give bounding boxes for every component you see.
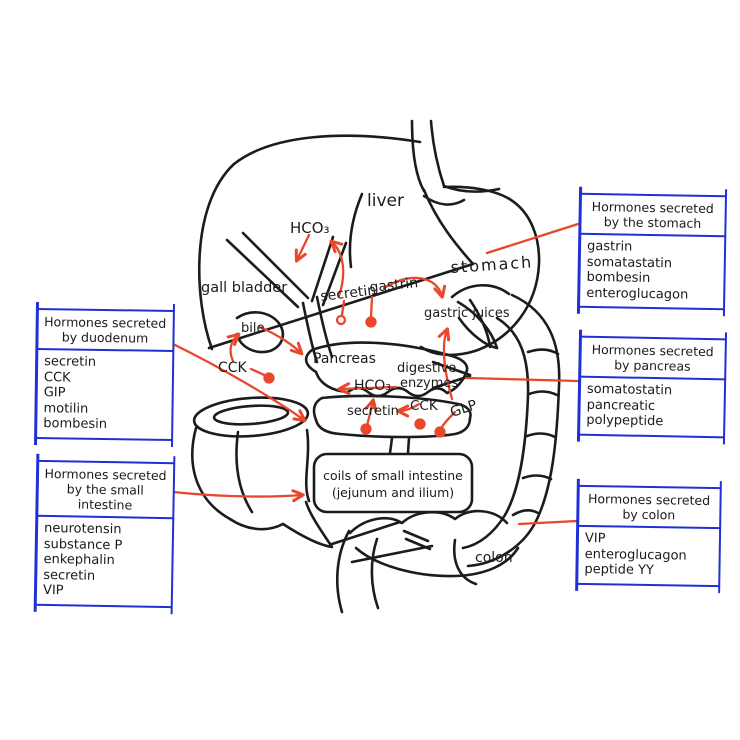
label-hco3-bile: HCO₃	[290, 219, 330, 237]
hormone-item: VIP	[42, 583, 64, 599]
label-enzymes: enzymes	[400, 376, 458, 391]
hormone-item: GIP	[43, 385, 66, 401]
ring-secretin	[335, 314, 347, 326]
connector-duodenum-box	[171, 342, 307, 423]
hormone-item: bombesin	[43, 416, 108, 433]
label-liver: liver	[367, 191, 404, 211]
hormone-item: gastrin	[586, 238, 633, 255]
label-cck-gallbladder: CCK	[218, 360, 248, 376]
sketch-labels: liver HCO₃ gall bladder secretin gastrin…	[201, 191, 534, 566]
hormone-item: peptide YY	[584, 562, 655, 579]
label-gastrin: gastrin	[369, 275, 419, 296]
duodenum-outline	[191, 396, 334, 549]
arrow-secretin-lower-up	[364, 398, 378, 428]
label-gall-bladder: gall bladder	[201, 280, 287, 296]
label-hco3-duodenum: HCO₃	[354, 378, 391, 394]
box-items-stomach: gastrin somatastatin bombesin enterogluc…	[578, 235, 725, 309]
label-secretin-upper: secretin	[320, 282, 377, 305]
arrow-bile-into-duodenum	[258, 325, 304, 356]
hormone-box-duodenum: Hormones secreted by duodenum secretin C…	[35, 308, 174, 441]
box-title-stomach: Hormones secreted by the stomach	[579, 194, 726, 238]
hormone-item: polypeptide	[586, 412, 664, 430]
dot-secretin-lower	[360, 423, 372, 435]
label-coils-line1: coils of small intestine	[323, 468, 463, 483]
label-colon: colon	[475, 550, 513, 566]
connector-small-intestine-box	[171, 489, 305, 503]
hormone-item: VIP	[584, 531, 606, 547]
stomach-outline	[419, 185, 541, 357]
gastrin-stem	[369, 295, 374, 319]
label-glp: GLP	[448, 397, 479, 421]
hormone-item: enkephalin	[43, 552, 115, 569]
hormone-item: motilin	[43, 400, 89, 417]
label-digestive: digestive	[397, 361, 456, 376]
box-title-colon: Hormones secreted by colon	[577, 486, 721, 530]
hormone-item: secretin	[44, 354, 97, 370]
hormone-item: neurotensin	[43, 520, 122, 538]
hormone-box-pancreas: Hormones secreted by pancreas somatostat…	[578, 335, 726, 439]
label-secretin-lower: secretin	[347, 404, 399, 419]
box-items-pancreas: somatostatin pancreatic polypeptide	[578, 378, 725, 437]
hormone-box-colon: Hormones secreted by colon VIP enteroglu…	[576, 484, 721, 587]
hormone-item: CCK	[43, 369, 71, 386]
arrow-cck-to-secretin	[396, 402, 421, 418]
box-title-line1: Hormones secreted	[44, 314, 167, 331]
connector-colon-box	[517, 519, 579, 526]
label-bile: bile	[241, 321, 264, 336]
box-title-line2: by the stomach	[603, 214, 702, 231]
box-items-small-intestine: neurotensin substance P enkephalin secre…	[35, 517, 173, 606]
label-gastric-juices: gastric juices	[424, 306, 510, 321]
box-title-line2: by the small intestine	[66, 481, 144, 513]
label-cck-lower: CCK	[410, 398, 439, 414]
red-annotations	[171, 222, 580, 526]
box-title-line2: by pancreas	[614, 357, 691, 374]
dot-glp	[434, 426, 446, 438]
hormone-box-small-intestine: Hormones secreted by the small intestine…	[34, 459, 175, 609]
box-title-small-intestine: Hormones secreted by the small intestine	[36, 461, 175, 520]
arrow-cck-to-bile	[226, 332, 241, 363]
duodenal-tube-outline	[312, 394, 472, 455]
box-title-line2: by duodenum	[61, 329, 149, 346]
box-title-line1: Hormones secreted	[591, 341, 714, 360]
label-stomach: stomach	[450, 252, 534, 277]
gallbladder-ducts-outline	[225, 231, 348, 364]
box-title-pancreas: Hormones secreted by pancreas	[579, 337, 726, 381]
dot-cck-lower	[414, 418, 426, 430]
hormone-box-stomach: Hormones secreted by the stomach gastrin…	[578, 192, 726, 311]
box-items-duodenum: secretin CCK GIP motilin bombesin	[35, 350, 173, 439]
box-items-colon: VIP enteroglucagon peptide YY	[576, 527, 720, 585]
box-title-line2: by colon	[622, 506, 676, 523]
label-pancreas: Pancreas	[313, 351, 376, 367]
arrow-secretin-up	[329, 239, 345, 298]
coils-capsule	[312, 452, 474, 514]
box-title-duodenum: Hormones secreted by duodenum	[36, 310, 174, 352]
colon-outline	[450, 283, 561, 568]
sigmoid-colon-outline	[330, 509, 520, 614]
box-title-line1: Hormones secreted	[44, 465, 167, 484]
dot-cck-left	[263, 372, 275, 384]
connector-pancreas-box	[464, 376, 580, 383]
box-title-line1: Hormones secreted	[587, 491, 711, 508]
organs-ink	[191, 119, 561, 614]
arrow-hco3-into-duodenum	[337, 382, 398, 396]
arrow-hco3-to-bileduct	[294, 233, 311, 263]
arrow-up-to-gastric-juices	[437, 327, 454, 401]
digestive-enzymes-pointer	[431, 360, 472, 390]
hormone-item: enteroglucagon	[586, 285, 689, 303]
label-coils-line2: (jejunum and ilium)	[332, 485, 454, 500]
secretin-stem	[340, 299, 346, 317]
connector-stomach-box	[485, 222, 580, 255]
arrow-gastrin-to-gastric-juices	[382, 276, 447, 299]
dot-gastrin	[365, 316, 377, 328]
